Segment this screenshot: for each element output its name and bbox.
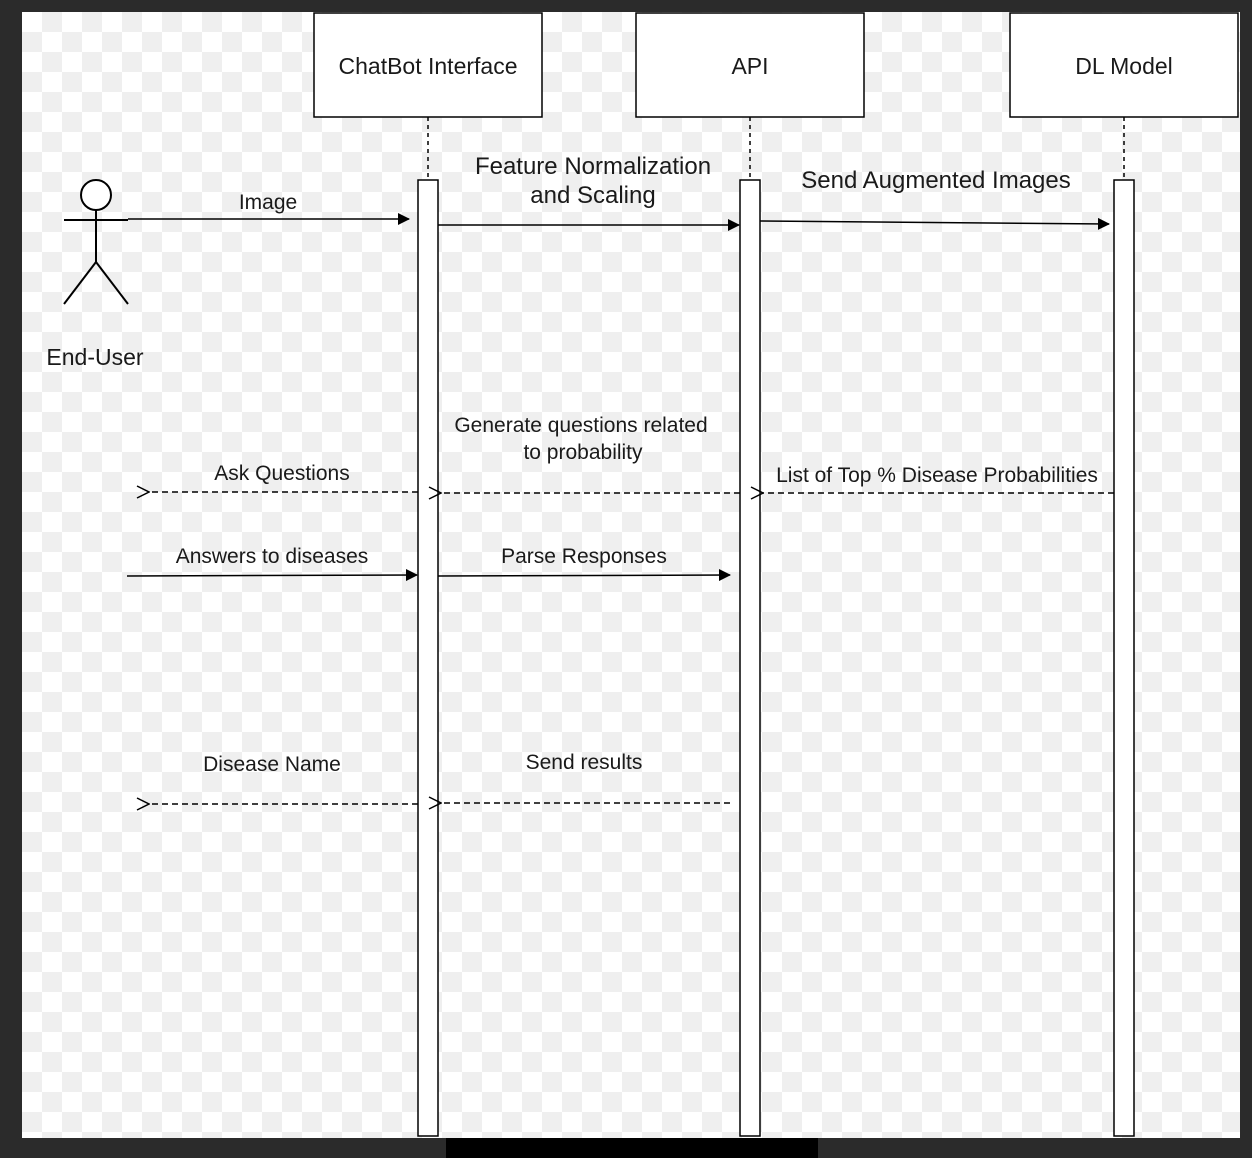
activation-model [1113, 179, 1135, 1137]
message-generate-label-2: to probability [523, 441, 643, 464]
participant-model-label: DL Model [1075, 53, 1173, 79]
actor-head [80, 179, 112, 211]
message-augmented-label: Send Augmented Images [801, 167, 1071, 194]
message-answers-label: Answers to diseases [176, 545, 369, 568]
message-disease-label: Disease Name [203, 753, 341, 776]
participant-api: API [635, 12, 865, 118]
message-generate-label-1: Generate questions related [454, 414, 707, 437]
message-results-label: Send results [526, 751, 643, 774]
participant-chatbot-label: ChatBot Interface [339, 53, 518, 79]
bottom-bar [446, 1138, 818, 1158]
message-image-label: Image [239, 191, 297, 214]
message-list-label: List of Top % Disease Probabilities [776, 464, 1098, 487]
message-ask-label: Ask Questions [214, 462, 349, 485]
actor-end-user [63, 179, 129, 305]
participant-chatbot: ChatBot Interface [313, 12, 543, 118]
message-answers-arrow [126, 569, 418, 582]
message-feature-label-1: Feature Normalization [475, 153, 711, 180]
activation-api [739, 179, 761, 1137]
message-parse-label: Parse Responses [501, 545, 667, 568]
actor-label: End-User [46, 344, 143, 370]
message-augmented-arrow [759, 217, 1110, 230]
message-feature-label-2: and Scaling [530, 182, 655, 209]
participant-api-label: API [731, 53, 768, 79]
message-parse-arrow [437, 569, 731, 582]
participant-model: DL Model [1009, 12, 1239, 118]
activation-chatbot [417, 179, 439, 1137]
